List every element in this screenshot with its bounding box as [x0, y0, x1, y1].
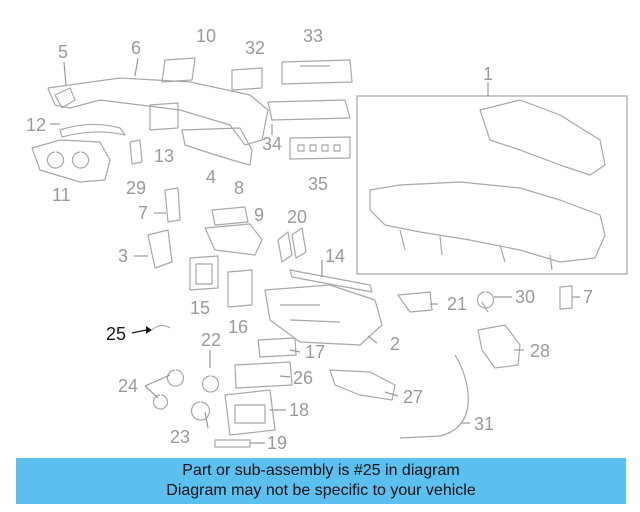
label-part-14: 14	[325, 246, 345, 266]
label-part-34: 34	[262, 134, 282, 154]
part-3-bezel	[147, 229, 173, 269]
part-5-vent	[54, 87, 76, 109]
banner-line-1: Part or sub-assembly is #25 in diagram	[182, 462, 460, 479]
label-part-3: 3	[118, 246, 128, 266]
part-27-duct	[329, 369, 396, 401]
part-21-bracket	[397, 291, 433, 313]
label-part-9: 9	[254, 205, 264, 225]
part-18-console	[224, 389, 276, 436]
part-33-vent	[281, 59, 353, 85]
part-8-bracket	[211, 206, 249, 226]
part-29-bracket	[129, 139, 143, 165]
label-part-32: 32	[245, 38, 265, 58]
label-part-7a: 7	[138, 203, 148, 223]
part-7b-strip	[559, 285, 573, 310]
label-part-31: 31	[474, 414, 494, 434]
part-14-rail	[289, 269, 373, 293]
label-part-22: 22	[201, 330, 221, 350]
label-part-15: 15	[190, 298, 210, 318]
part-35-switch-panel	[289, 136, 351, 160]
parts-diagram: 1 5 6 10 32 33 12 13 34 11 29 4 35 8 7 9…	[26, 26, 628, 453]
part-25-arrowhead	[146, 326, 152, 334]
label-part-28: 28	[530, 341, 550, 361]
part-24-knobs	[152, 369, 185, 410]
part-20-brackets	[277, 227, 307, 263]
label-part-18: 18	[289, 400, 309, 420]
part-1-dashboard-frame	[369, 99, 606, 271]
label-part-24: 24	[118, 376, 138, 396]
label-part-17: 17	[305, 342, 325, 362]
part-6-dash-panel	[47, 77, 269, 146]
info-banner: Part or sub-assembly is #25 in diagram D…	[16, 458, 626, 504]
part-34-tray	[267, 99, 351, 121]
part-25-clip	[151, 324, 171, 331]
label-part-23: 23	[170, 427, 190, 447]
label-part-5: 5	[58, 42, 68, 62]
part-11-cluster-bezel	[31, 139, 111, 183]
label-part-4: 4	[206, 167, 216, 187]
part-1-inset-box	[356, 95, 628, 275]
label-part-33: 33	[303, 26, 323, 46]
part-4-trim	[181, 127, 253, 166]
part-22-knob	[201, 375, 220, 393]
part-23-knob	[190, 401, 211, 421]
label-part-16: 16	[228, 317, 248, 337]
part-9-panel	[204, 223, 263, 256]
part-12-strip	[59, 123, 126, 138]
label-part-27: 27	[403, 387, 423, 407]
part-26-panel	[234, 361, 293, 389]
label-part-10: 10	[196, 26, 216, 46]
part-17-switch	[257, 337, 297, 358]
part-19-strip	[214, 439, 251, 448]
part-31-cable	[399, 354, 469, 439]
part-13-panel	[149, 102, 179, 131]
part-10-panel	[161, 57, 196, 83]
part-2-lower-dash	[264, 284, 383, 346]
label-part-29: 29	[126, 178, 146, 198]
banner-line-2: Diagram may not be specific to your vehi…	[166, 482, 476, 499]
label-part-8: 8	[234, 178, 244, 198]
part-32-box	[231, 67, 263, 91]
label-part-2: 2	[390, 334, 400, 354]
part-25-arrow	[131, 329, 147, 334]
label-part-35: 35	[308, 174, 328, 194]
part-30-knob	[476, 291, 495, 313]
label-part-26: 26	[293, 368, 313, 388]
label-part-6: 6	[131, 38, 141, 58]
label-part-13: 13	[154, 146, 174, 166]
label-part-20: 20	[287, 207, 307, 227]
part-16-frame	[227, 269, 253, 308]
part-7a-strip	[164, 187, 181, 223]
label-part-19: 19	[267, 433, 287, 453]
part-15-frame	[189, 255, 219, 291]
label-part-25: 25	[106, 324, 126, 344]
part-28-panel	[477, 324, 521, 369]
label-part-30: 30	[515, 287, 535, 307]
leader-lines	[50, 57, 580, 444]
label-part-7b: 7	[583, 287, 593, 307]
label-part-12: 12	[26, 115, 46, 135]
label-part-11: 11	[52, 185, 71, 205]
label-part-21: 21	[447, 294, 467, 314]
label-part-1: 1	[483, 64, 493, 84]
